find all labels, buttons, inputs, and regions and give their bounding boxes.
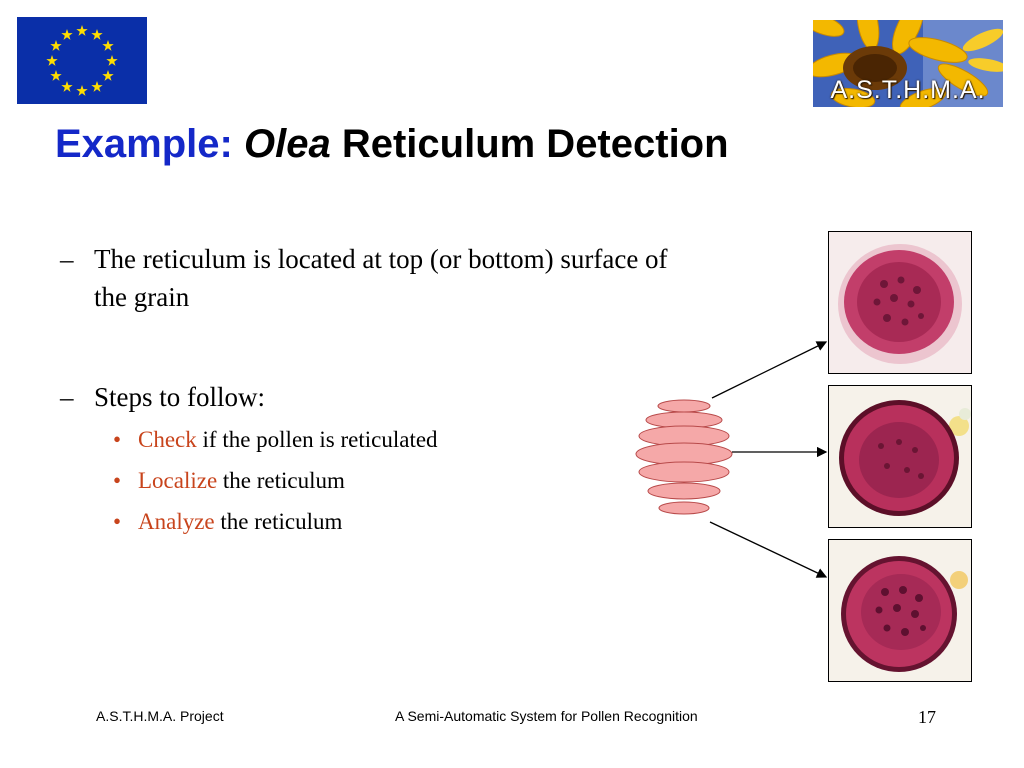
step-keyword: Analyze <box>138 509 215 534</box>
bullet-reticulum-location: – The reticulum is located at top (or bo… <box>60 240 700 316</box>
slice <box>638 461 730 483</box>
star-icon <box>61 81 73 92</box>
step-text: the reticulum <box>217 468 345 493</box>
pollen-image-top <box>828 231 972 374</box>
step-item-analyze: • Analyze the reticulum <box>113 509 342 535</box>
grain-slices <box>635 399 733 515</box>
title-italic: Olea <box>243 122 331 166</box>
footer-project: A.S.T.H.M.A. Project <box>96 708 224 724</box>
pollen-grain-icon <box>829 232 971 373</box>
star-icon <box>46 55 58 66</box>
star-icon <box>61 29 73 40</box>
sub-bullet-dot: • <box>113 509 122 534</box>
step-item-localize: • Localize the reticulum <box>113 468 345 494</box>
star-icon <box>91 29 103 40</box>
eu-stars-icon <box>46 25 118 96</box>
slice <box>657 399 711 413</box>
sub-bullet-dot: • <box>113 427 122 452</box>
logo-text: A.S.T.H.M.A. <box>830 76 986 104</box>
step-keyword: Localize <box>138 468 218 493</box>
pollen-grain-icon <box>829 386 971 527</box>
pollen-image-bottom <box>828 539 972 682</box>
pollen-grain-icon <box>829 540 971 681</box>
title-prefix: Example: <box>55 122 233 166</box>
star-icon <box>106 55 118 66</box>
star-icon <box>50 70 62 81</box>
bullet-text: Steps to follow: <box>94 382 266 412</box>
slice <box>658 501 710 515</box>
step-text: if the pollen is reticulated <box>196 427 438 452</box>
star-icon <box>102 70 114 81</box>
page-number: 17 <box>918 707 936 727</box>
arrow-top <box>711 341 828 399</box>
bullet-dash: – <box>60 382 74 412</box>
arrow-bottom <box>709 521 828 578</box>
star-icon <box>50 40 62 51</box>
title-rest: Reticulum Detection <box>341 122 729 166</box>
slice-diagram <box>635 341 828 578</box>
bullet-dash: – <box>60 244 74 274</box>
footer-subtitle: A Semi-Automatic System for Pollen Recog… <box>395 708 698 724</box>
asthma-logo: A.S.T.H.M.A. <box>813 20 1003 107</box>
slice <box>647 482 721 500</box>
step-keyword: Check <box>138 427 197 452</box>
page-title: Example: Olea Reticulum Detection <box>55 122 729 167</box>
pollen-image-middle <box>828 385 972 528</box>
star-icon <box>102 40 114 51</box>
star-icon <box>76 85 88 96</box>
eu-flag-logo <box>17 17 147 104</box>
sunflower-icon <box>813 20 1003 107</box>
bullet-steps: – Steps to follow: <box>60 378 700 416</box>
step-text: the reticulum <box>214 509 343 534</box>
step-item-check: • Check if the pollen is reticulated <box>113 427 438 453</box>
star-icon <box>76 25 88 36</box>
star-icon <box>91 81 103 92</box>
bullet-text: The reticulum is located at top (or bott… <box>94 244 668 312</box>
sub-bullet-dot: • <box>113 468 122 493</box>
